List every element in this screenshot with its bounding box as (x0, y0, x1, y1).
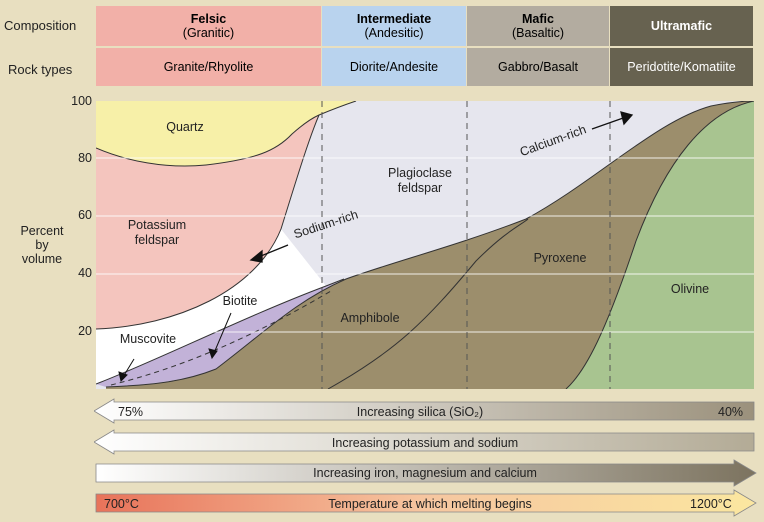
potassium-arrow-label: Increasing potassium and sodium (331, 436, 519, 450)
felsic-name: Felsic (190, 12, 227, 26)
potassium-feldspar-region (96, 115, 319, 329)
temperature-left-value: 700°C (104, 497, 139, 511)
muscovite-label: Muscovite (119, 332, 177, 346)
biotite-pointer (208, 312, 232, 360)
y-tick-20: 20 (78, 324, 92, 338)
sodium-rich-arrow (249, 244, 289, 263)
trend-arrows (94, 398, 757, 517)
mafic-sub: (Basaltic) (511, 26, 565, 40)
y-axis-label-line3: volume (21, 252, 63, 266)
potassium-label-line1: Potassium (127, 218, 187, 232)
ultramafic-name: Ultramafic (650, 19, 713, 33)
amphibole-label: Amphibole (340, 311, 400, 325)
pyroxene-label: Pyroxene (533, 251, 587, 265)
potassium-feldspar-label: Potassium feldspar (112, 218, 202, 248)
olivine-label: Olivine (670, 282, 710, 296)
silica-right-value: 40% (718, 405, 744, 419)
plagioclase-label-line1: Plagioclase (388, 166, 452, 180)
mafic-composition-cell: Mafic (Basaltic) (467, 6, 609, 46)
plagioclase-feldspar-label: Plagioclase feldspar (370, 166, 470, 196)
y-axis-label: Percent by volume (14, 224, 70, 266)
temperature-arrow (95, 489, 757, 517)
biotite-label: Biotite (222, 294, 258, 308)
column-dividers (321, 101, 611, 389)
silica-arrow-label: Increasing silica (SiO₂) (356, 405, 484, 419)
y-tick-60: 60 (78, 208, 92, 222)
intermediate-composition-cell: Intermediate (Andesitic) (322, 6, 466, 46)
iron-arrow-label: Increasing iron, magnesium and calcium (313, 466, 537, 480)
amphibole-pyroxene-region (106, 101, 754, 389)
olivine-boundary (565, 101, 754, 389)
composition-row-label: Composition (4, 18, 77, 33)
ultramafic-rocks-cell: Peridotite/Komatiite (610, 48, 753, 86)
felsic-rocks-cell: Granite/Rhyolite (96, 48, 321, 86)
mafic-name: Mafic (522, 12, 554, 26)
amphibole-pyroxene-boundary (327, 218, 529, 389)
plagioclase-lower-boundary (105, 101, 754, 388)
iron-arrow (95, 459, 757, 487)
y-tick-80: 80 (78, 151, 92, 165)
potassium-boundary (96, 114, 320, 330)
plagioclase-label-line2: feldspar (397, 181, 443, 195)
mineral-composition-diagram (96, 101, 754, 389)
silica-left-value: 75% (118, 405, 144, 419)
y-tick-100: 100 (71, 94, 92, 108)
quartz-label: Quartz (166, 120, 204, 134)
quartz-boundary (96, 101, 357, 167)
y-axis-label-line2: by (35, 238, 49, 252)
potassium-label-line2: feldspar (134, 233, 180, 247)
calcium-rich-arrow (591, 111, 634, 130)
muscovite-pointer (118, 358, 135, 382)
biotite-region (96, 279, 344, 387)
rock-types-row-label: Rock types (8, 62, 73, 77)
ultramafic-composition-cell: Ultramafic (610, 6, 753, 46)
temperature-arrow-label: Temperature at which melting begins (328, 497, 532, 511)
olivine-region (566, 101, 754, 389)
intermediate-sub: (Andesitic) (364, 26, 424, 40)
felsic-sub: (Granitic) (182, 26, 235, 40)
quartz-region (96, 101, 356, 167)
potassium-arrow (94, 429, 755, 455)
temperature-right-value: 1200°C (690, 497, 732, 511)
silica-arrow (94, 398, 755, 424)
muscovite-region (96, 229, 326, 384)
felsic-composition-cell: Felsic (Granitic) (96, 6, 321, 46)
gridlines (96, 157, 754, 333)
intermediate-rocks-cell: Diorite/Andesite (322, 48, 466, 86)
y-tick-40: 40 (78, 266, 92, 280)
mafic-rocks-cell: Gabbro/Basalt (467, 48, 609, 86)
y-axis-label-line1: Percent (20, 224, 64, 238)
intermediate-name: Intermediate (356, 12, 432, 26)
